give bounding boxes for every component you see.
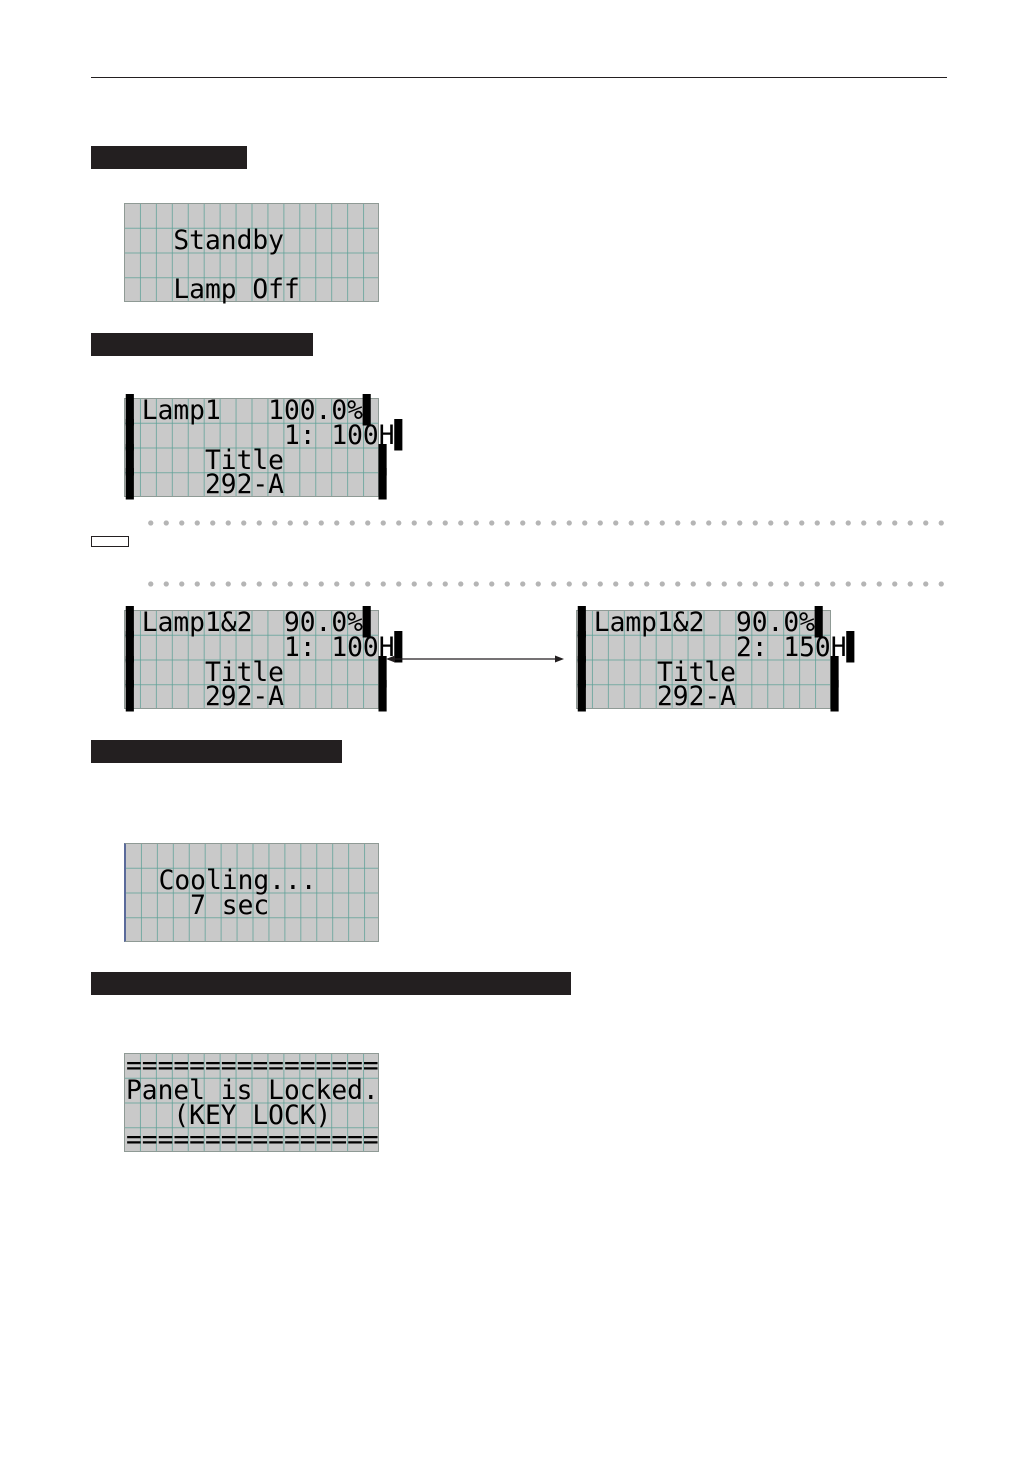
header-rule bbox=[91, 77, 947, 78]
lcd-standby-display: Standby Lamp Off bbox=[124, 203, 379, 306]
lcd-line: ▌ 292-A ▌ bbox=[126, 469, 395, 501]
lcd-line: ▌ 292-A ▌ bbox=[126, 681, 395, 713]
lcd-line: ▌ 292-A ▌ bbox=[578, 681, 847, 713]
lcd-line: ▌Lamp1&2 90.0%▌ bbox=[126, 607, 379, 638]
lcd-line: ▌Lamp1 100.0%▌ bbox=[126, 395, 379, 426]
lcd-dual-lamp-display-2: ▌Lamp1&2 90.0%▌ ▌ 2: 150H▌ ▌ Title ▌ ▌ 2… bbox=[576, 607, 863, 713]
section-heading-bar-4 bbox=[91, 972, 571, 995]
lcd-line: ▌ 2: 150H▌ bbox=[578, 631, 863, 663]
lcd-line: ================ bbox=[126, 1050, 379, 1081]
lcd-line: Lamp Off bbox=[126, 274, 300, 306]
lcd-line: Standby bbox=[126, 224, 284, 256]
lcd-line: ▌ Title ▌ bbox=[126, 656, 395, 688]
lcd-line: ▌ Title ▌ bbox=[578, 656, 847, 688]
note-label-box bbox=[91, 536, 129, 547]
lcd-line: Cooling... bbox=[127, 864, 317, 896]
section-heading-bar-1 bbox=[91, 146, 247, 169]
lcd-line: ▌ 1: 100H▌ bbox=[126, 419, 411, 451]
double-arrow-icon bbox=[386, 655, 564, 663]
section-heading-bar-2 bbox=[91, 333, 313, 356]
lcd-dual-lamp-display-1: ▌Lamp1&2 90.0%▌ ▌ 1: 100H▌ ▌ Title ▌ ▌ 2… bbox=[124, 607, 410, 713]
note-divider-bottom bbox=[143, 581, 949, 587]
lcd-line: ================ bbox=[126, 1124, 379, 1156]
lcd-line: ▌Lamp1&2 90.0%▌ bbox=[578, 607, 831, 638]
section-heading-bar-3 bbox=[91, 740, 342, 763]
lcd-cooling-display: Cooling... 7 sec bbox=[124, 843, 379, 942]
lcd-line: 7 sec bbox=[127, 889, 270, 921]
note-divider-top bbox=[143, 520, 949, 526]
lcd-single-lamp-display: ▌Lamp1 100.0%▌ ▌ 1: 100H▌ ▌ Title ▌ ▌ 29… bbox=[124, 395, 411, 501]
lcd-line: (KEY LOCK) bbox=[126, 1099, 332, 1131]
lcd-line bbox=[127, 918, 375, 943]
lcd-keylock-display: ================ Panel is Locked. (KEY L… bbox=[124, 1050, 379, 1156]
lcd-line: ▌ Title ▌ bbox=[126, 444, 395, 476]
lcd-line: Panel is Locked. bbox=[126, 1074, 379, 1106]
